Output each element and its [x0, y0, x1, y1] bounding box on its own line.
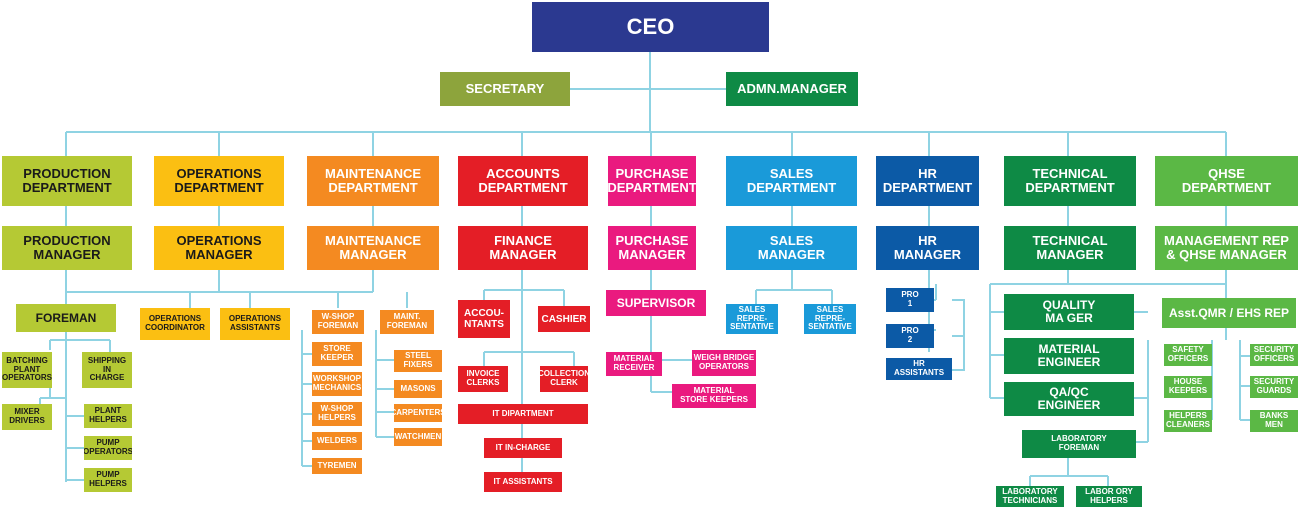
hr-department-box: HR DEPARTMENT — [876, 156, 979, 206]
technical-manager-box: TECHNICAL MANAGER — [1004, 226, 1136, 270]
ehs-rep-box: Asst.QMR / EHS REP — [1162, 298, 1296, 328]
technical-department-box: TECHNICAL DEPARTMENT — [1004, 156, 1136, 206]
accountants-box: ACCOU- NTANTS — [458, 300, 510, 338]
production-staff-box: SHIPPING IN CHARGE — [82, 352, 132, 388]
maintenance-staff-box: WATCHMEN — [394, 428, 442, 446]
qhse-staff-box: SECURITY OFFICERS — [1250, 344, 1298, 366]
production-department-box: PRODUCTION DEPARTMENT — [2, 156, 132, 206]
maintenance-staff-box: MASONS — [394, 380, 442, 398]
maintenance-staff-box: CARPENTERS — [394, 404, 442, 422]
sales-manager-box: SALES MANAGER — [726, 226, 857, 270]
ceo-box: CEO — [532, 2, 769, 52]
qhse-staff-box: HOUSE KEEPERS — [1164, 376, 1212, 398]
maintenance-staff-box: WORKSHOP MECHANICS — [312, 372, 362, 396]
production-manager-box: PRODUCTION MANAGER — [2, 226, 132, 270]
cashier-box: CASHIER — [538, 306, 590, 332]
production-staff-box: MIXER DRIVERS — [2, 404, 52, 430]
operations-staff-box: OPERATIONS ASSISTANTS — [220, 308, 290, 340]
qhse-department-box: QHSE DEPARTMENT — [1155, 156, 1298, 206]
qhse-staff-box: BANKS MEN — [1250, 410, 1298, 432]
qhse-staff-box: SECURITY GUARDS — [1250, 376, 1298, 398]
sales-department-box: SALES DEPARTMENT — [726, 156, 857, 206]
material-engineer-box: MATERIAL ENGINEER — [1004, 338, 1134, 374]
it-incharge-box: IT IN-CHARGE — [484, 438, 562, 458]
qhse-staff-box: SAFETY OFFICERS — [1164, 344, 1212, 366]
operations-staff-box: OPERATIONS COORDINATOR — [140, 308, 210, 340]
production-staff-box: PUMP OPERATORS — [84, 436, 132, 460]
supervisor-box: SUPERVISOR — [606, 290, 706, 316]
collection-clerk-box: COLLECTION CLERK — [540, 366, 588, 392]
qaqc-engineer-box: QA/QC ENGINEER — [1004, 382, 1134, 416]
hr-assistants-box: HR ASSISTANTS — [886, 358, 952, 380]
qhse-manager-box: MANAGEMENT REP & QHSE MANAGER — [1155, 226, 1298, 270]
lab-foreman-box: LABORATORY FOREMAN — [1022, 430, 1136, 458]
accounts-department-box: ACCOUNTS DEPARTMENT — [458, 156, 588, 206]
maintenance-department-box: MAINTENANCE DEPARTMENT — [307, 156, 439, 206]
lab-helpers-box: LABOR ORY HELPERS — [1076, 486, 1142, 507]
lab-technicians-box: LABORATORY TECHNICIANS — [996, 486, 1064, 507]
quality-manager-box: QUALITY MA GER — [1004, 294, 1134, 330]
production-foreman-box: FOREMAN — [16, 304, 116, 332]
purchase-manager-box: PURCHASE MANAGER — [608, 226, 696, 270]
operations-manager-box: OPERATIONS MANAGER — [154, 226, 284, 270]
admin-manager-box: ADMN.MANAGER — [726, 72, 858, 106]
sales-rep-box: SALES REPRE- SENTATIVE — [804, 304, 856, 334]
maintenance-staff-box: W-SHOP HELPERS — [312, 402, 362, 426]
maintenance-staff-box: MAINT. FOREMAN — [380, 310, 434, 334]
purchase-department-box: PURCHASE DEPARTMENT — [608, 156, 696, 206]
secretary-box: SECRETARY — [440, 72, 570, 106]
maintenance-staff-box: STORE KEEPER — [312, 342, 362, 366]
production-staff-box: BATCHING PLANT OPERATORS — [2, 352, 52, 388]
sales-rep-box: SALES REPRE- SENTATIVE — [726, 304, 778, 334]
maintenance-staff-box: W-SHOP FOREMAN — [312, 310, 364, 334]
it-assistants-box: IT ASSISTANTS — [484, 472, 562, 492]
pro-2-box: PRO 2 — [886, 324, 934, 348]
material-receiver-box: MATERIAL RECEIVER — [606, 352, 662, 376]
store-keepers-box: MATERIAL STORE KEEPERS — [672, 384, 756, 408]
maintenance-staff-box: TYREMEN — [312, 458, 362, 474]
production-staff-box: PLANT HELPERS — [84, 404, 132, 428]
maintenance-staff-box: WELDERS — [312, 432, 362, 450]
production-staff-box: PUMP HELPERS — [84, 468, 132, 492]
maintenance-manager-box: MAINTENANCE MANAGER — [307, 226, 439, 270]
qhse-staff-box: HELPERS CLEANERS — [1164, 410, 1212, 432]
hr-manager-box: HR MANAGER — [876, 226, 979, 270]
operations-department-box: OPERATIONS DEPARTMENT — [154, 156, 284, 206]
weigh-bridge-box: WEIGH BRIDGE OPERATORS — [692, 350, 756, 376]
pro-1-box: PRO 1 — [886, 288, 934, 312]
it-department-box: IT DIPARTMENT — [458, 404, 588, 424]
maintenance-staff-box: STEEL FIXERS — [394, 350, 442, 372]
invoice-clerks-box: INVOICE CLERKS — [458, 366, 508, 392]
finance-manager-box: FINANCE MANAGER — [458, 226, 588, 270]
